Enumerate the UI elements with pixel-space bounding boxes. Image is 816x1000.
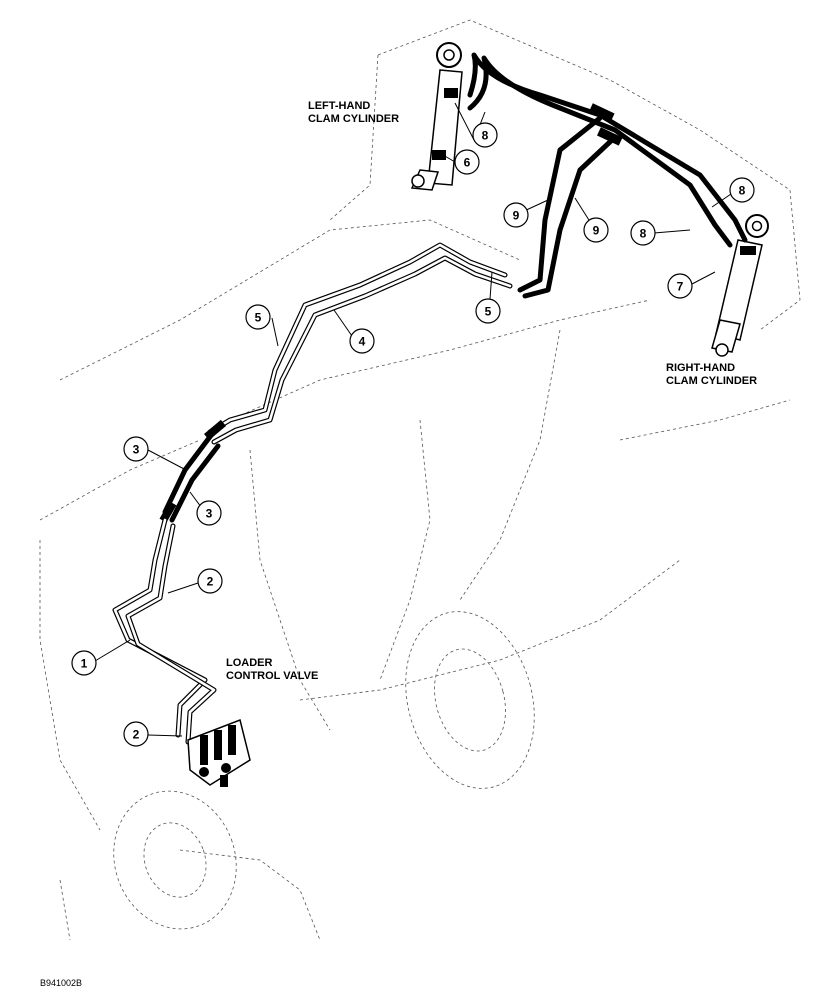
rear-wheel — [113, 790, 237, 930]
callout-7: 7 — [667, 273, 693, 299]
control-valve-label-line1: LOADER — [226, 657, 273, 669]
rigid-tubes — [207, 242, 513, 445]
svg-text:5: 5 — [255, 311, 262, 325]
callout-8-left: 8 — [472, 122, 498, 148]
svg-text:9: 9 — [593, 224, 600, 238]
right-hand-clam-cylinder — [711, 214, 769, 357]
svg-text:4: 4 — [359, 335, 366, 349]
svg-text:9: 9 — [513, 209, 520, 223]
callout-3-lower: 3 — [196, 500, 222, 526]
right-cylinder-label-line1: RIGHT-HAND — [666, 362, 736, 374]
loader-control-valve — [187, 718, 251, 787]
svg-text:3: 3 — [133, 443, 140, 457]
svg-text:8: 8 — [739, 184, 746, 198]
right-cylinder-label: RIGHT-HAND CLAM CYLINDER — [666, 362, 757, 388]
callout-9-left: 9 — [503, 202, 529, 228]
left-cylinder-label-line2: CLAM CYLINDER — [308, 113, 400, 125]
leader-lines — [94, 102, 732, 737]
right-cylinder-label-line2: CLAM CYLINDER — [666, 375, 758, 387]
control-valve-label: LOADER CONTROL VALVE — [226, 657, 318, 683]
callout-6: 6 — [454, 149, 480, 175]
svg-text:2: 2 — [207, 575, 214, 589]
callout-5-lower: 5 — [245, 304, 271, 330]
callout-5-upper: 5 — [475, 298, 501, 324]
svg-text:6: 6 — [464, 156, 471, 170]
callout-4: 4 — [349, 328, 375, 354]
lower-rigid-tubes — [112, 517, 217, 745]
callout-3-upper: 3 — [123, 436, 149, 462]
cylinder-hoses — [467, 52, 748, 299]
svg-text:2: 2 — [133, 728, 140, 742]
figure-id: B941002B — [40, 978, 83, 988]
svg-text:5: 5 — [485, 305, 492, 319]
svg-text:8: 8 — [482, 129, 489, 143]
control-valve-label-line2: CONTROL VALVE — [226, 670, 319, 682]
callout-1: 1 — [71, 650, 97, 676]
svg-text:7: 7 — [677, 280, 684, 294]
svg-text:1: 1 — [81, 657, 88, 671]
left-hand-clam-cylinder — [410, 42, 463, 191]
callout-8-right-upper: 8 — [729, 177, 755, 203]
callout-2-upper: 2 — [197, 568, 223, 594]
svg-text:8: 8 — [640, 227, 647, 241]
svg-text:3: 3 — [206, 507, 213, 521]
callout-8-right-lower: 8 — [630, 220, 656, 246]
left-front-wheel — [405, 611, 535, 789]
left-cylinder-label: LEFT-HAND CLAM CYLINDER — [308, 100, 399, 126]
machine-outline — [39, 19, 801, 941]
callout-2-lower: 2 — [123, 721, 149, 747]
left-cylinder-label-line1: LEFT-HAND — [308, 100, 371, 112]
callout-9-right: 9 — [583, 217, 609, 243]
